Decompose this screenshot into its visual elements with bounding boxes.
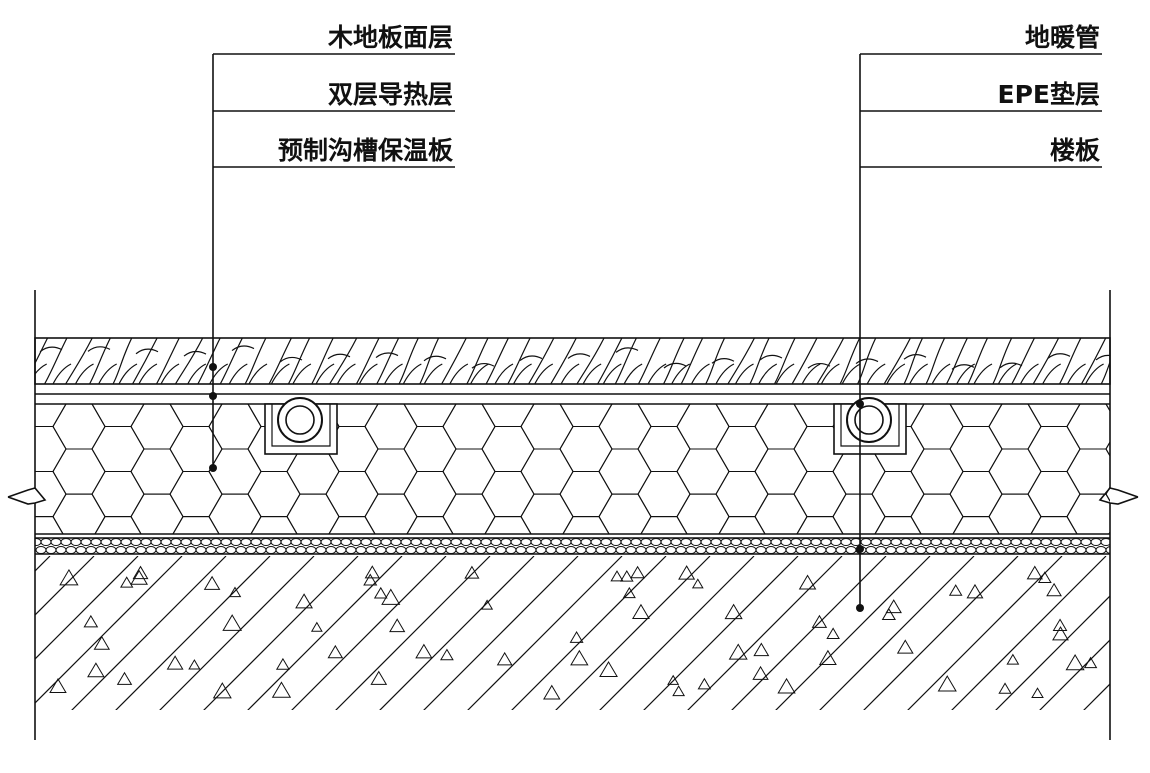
leader-dots: [209, 363, 864, 612]
label-epe: EPE垫层: [998, 80, 1100, 109]
labels-right: 地暖管 EPE垫层 楼板: [998, 23, 1100, 165]
heat-conduction-layer: [35, 393, 1110, 405]
label-heating-pipe: 地暖管: [1025, 23, 1100, 52]
break-line-left: [7, 487, 47, 505]
label-insulation-board: 预制沟槽保温板: [278, 136, 453, 165]
insulation-board-layer: [35, 404, 1110, 535]
section-edges: [7, 290, 1139, 740]
label-heat-conduction: 双层导热层: [328, 80, 453, 109]
leader-lines-right: [859, 53, 1102, 608]
pipe-groove-left: [264, 397, 338, 455]
epe-layer: [35, 537, 1110, 555]
wood-floor-layer: [34, 337, 1111, 385]
label-wood-floor: 木地板面层: [327, 23, 453, 52]
concrete-slab-layer: [35, 556, 1110, 710]
pipe-groove-right: [833, 397, 907, 455]
label-floor-slab: 楼板: [1050, 136, 1100, 165]
break-line-right: [1098, 487, 1139, 505]
labels-left: 木地板面层 双层导热层 预制沟槽保温板: [278, 23, 453, 165]
